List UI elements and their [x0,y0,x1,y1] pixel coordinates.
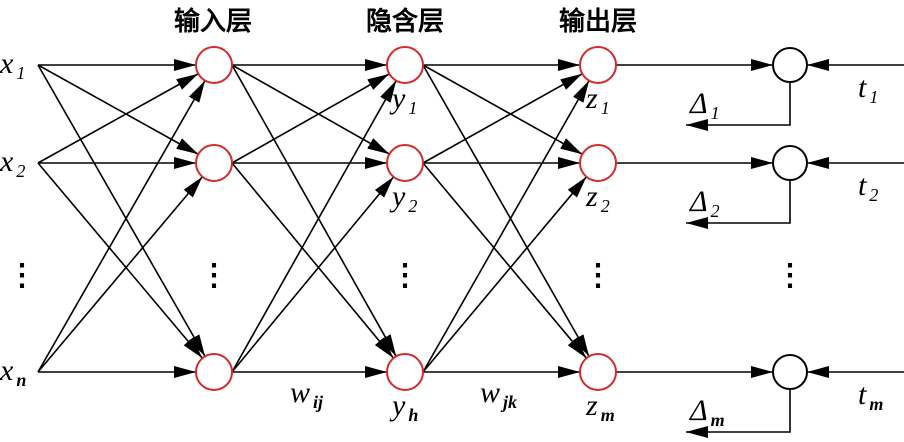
weight-edge [231,64,390,155]
weight-edge [231,80,397,373]
hidden-node [386,144,424,182]
nodes [195,46,808,391]
comparator-node [772,145,808,181]
error-feedback-line [686,180,791,229]
error-feedback-line [686,389,791,438]
input-layer-title: 输入层 [174,6,252,37]
comparator-node [772,47,808,83]
weight-edge [37,64,206,357]
weight-edge [37,176,204,373]
weight-edge [37,64,199,155]
output-node [579,46,617,84]
weight-edge [422,64,583,155]
weight-edge [37,80,206,373]
output-layer-title: 输出层 [559,6,637,37]
weight-edge [422,73,583,164]
weight-edge [422,64,590,357]
hidden-layer-title: 隐含层 [366,6,444,37]
weight-edge [422,162,588,359]
ellipsis: ⋮ [583,259,613,292]
connections [37,59,904,438]
weight-edge [231,64,397,357]
error-feedback-line [686,82,791,131]
input-node [195,144,233,182]
ellipsis: ⋮ [390,259,420,292]
output-node [579,144,617,182]
weight-edge [231,176,395,373]
weight-edge [231,73,390,164]
input-node [195,46,233,84]
weight-edge [231,162,395,359]
hidden-node [386,46,424,84]
ellipsis: ⋮ [7,259,37,292]
hidden-node [386,353,424,391]
input-node [195,353,233,391]
weight-edge [422,80,590,373]
comparator-node [772,354,808,390]
weight-edge [422,176,588,373]
ellipsis: ⋮ [199,259,229,292]
weight-edge [37,162,204,359]
ellipsis: ⋮ [775,259,805,292]
weight-edge [37,73,199,164]
output-node [579,353,617,391]
